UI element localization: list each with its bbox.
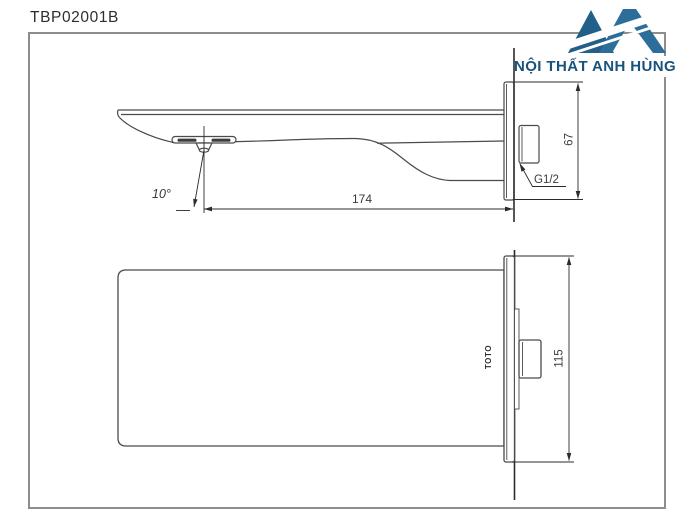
side-view — [116, 81, 540, 201]
anh-hung-logo-icon — [566, 8, 670, 55]
supply-pipe-side — [518, 124, 540, 164]
angle-stream-line — [193, 149, 205, 208]
wall-flange-side — [503, 81, 515, 201]
dimension-arrows — [193, 83, 581, 461]
angle-dimension-label: 10° — [152, 187, 171, 201]
length-arrow-left — [204, 206, 212, 212]
spout-body-top-view — [117, 269, 505, 447]
height-arrow-top — [575, 83, 581, 91]
width-arrow-bottom — [566, 453, 572, 461]
thread-leader-arrow — [519, 163, 526, 172]
dimension-lines — [176, 81, 583, 463]
spout-underside-curve — [171, 137, 504, 182]
width-dimension-label: 115 — [553, 349, 566, 368]
thread-size-label: G1/2 — [534, 174, 559, 186]
spout-nose-curve — [116, 109, 173, 143]
logo-swoosh-2 — [566, 20, 670, 55]
thread-leader-line — [519, 163, 566, 187]
height-arrow-bottom — [575, 191, 581, 199]
width-arrow-top — [566, 257, 572, 265]
angle-arrow — [193, 198, 198, 207]
logo-swoosh — [566, 8, 670, 50]
spout-inner-edge — [376, 140, 505, 144]
wall-flange-top-view — [503, 255, 516, 463]
page-title: TBP02001B — [30, 9, 119, 26]
brand-name: NỘI THẤT ANH HÙNG — [514, 56, 677, 77]
length-dimension-label: 174 — [351, 192, 373, 206]
aerator-slot-right — [211, 138, 231, 142]
logo-right-a — [599, 9, 666, 53]
drawing-frame — [28, 32, 666, 509]
base-plate-edge — [514, 308, 520, 410]
toto-brand-mark: TOTO — [484, 344, 493, 370]
length-arrow-right — [505, 206, 513, 212]
aerator-slot-left — [177, 138, 197, 142]
top-view — [117, 255, 542, 463]
supply-pipe-top-view — [518, 339, 542, 379]
height-dimension-label: 67 — [563, 133, 576, 146]
